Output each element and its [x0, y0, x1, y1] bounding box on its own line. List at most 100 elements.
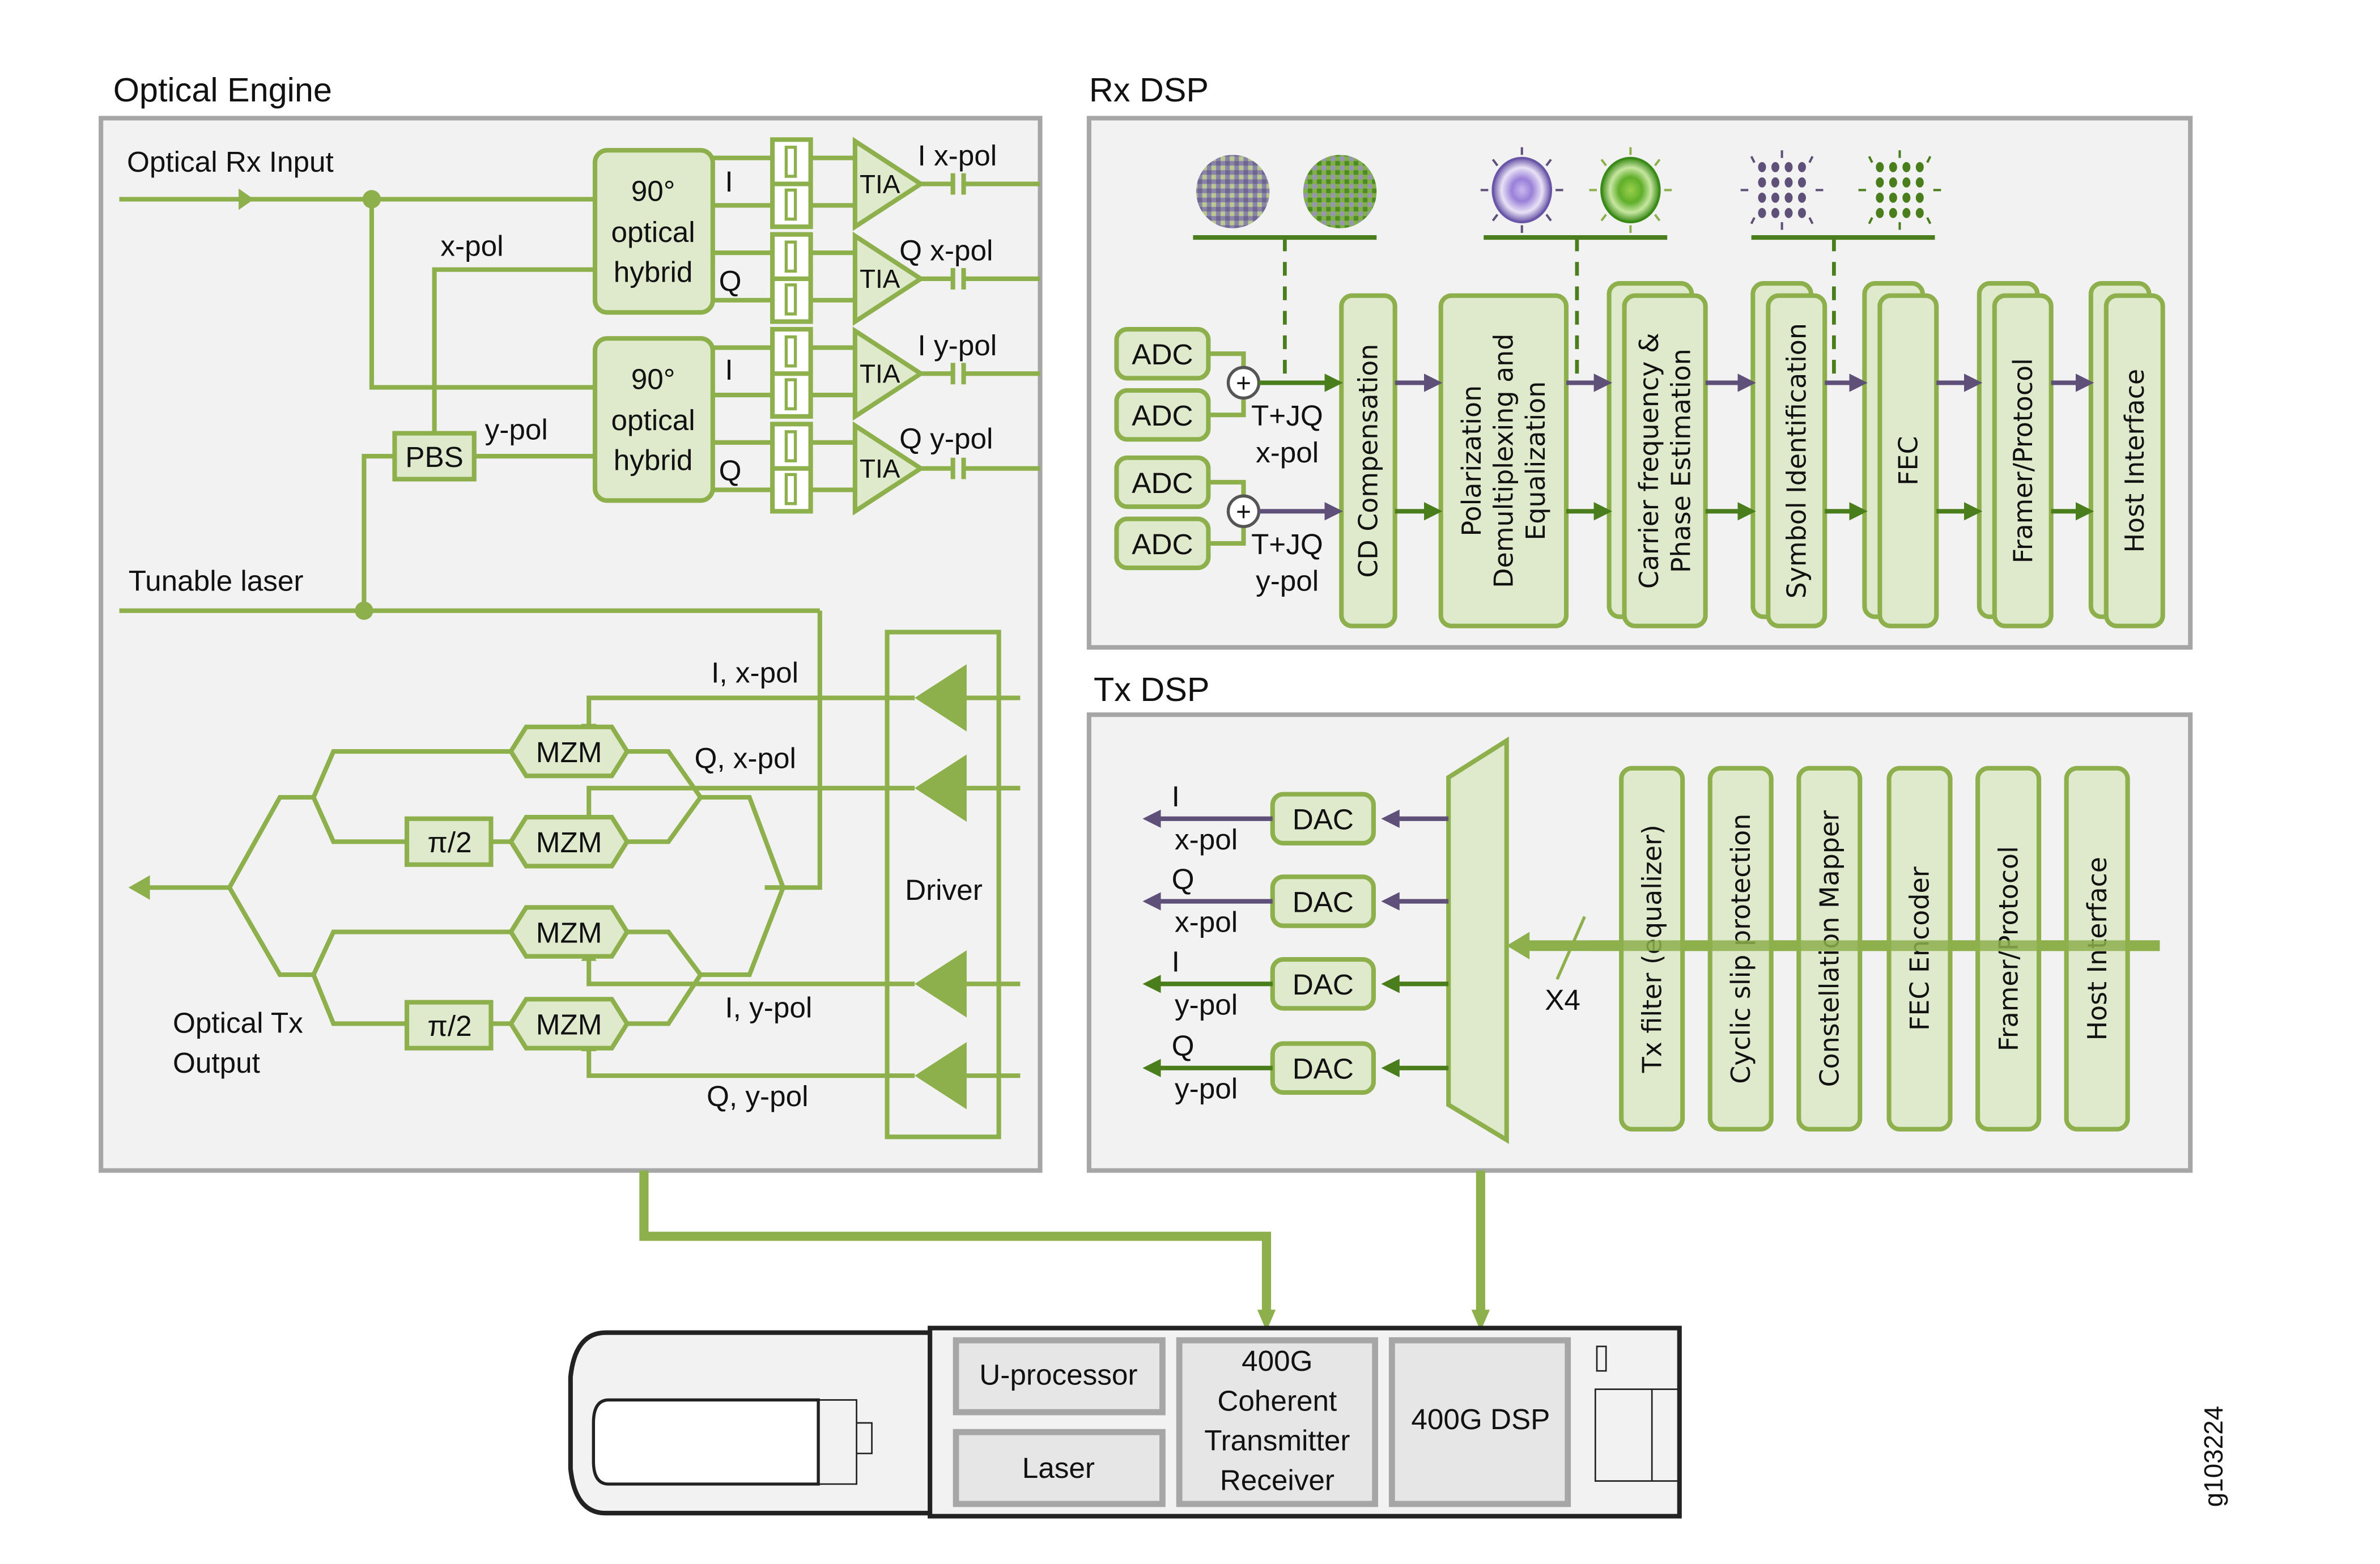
optical-engine-panel: Optical Rx Input x-pol y-pol PBS Tunable…	[99, 116, 1043, 1173]
noisy-constellation-x-icon	[1196, 155, 1270, 228]
tia-amplifier: TIA	[852, 137, 925, 231]
optical-engine-title: Optical Engine	[113, 71, 332, 109]
output-arrow-icon	[128, 875, 150, 900]
tia-row: TIA	[712, 421, 1040, 516]
svg-text:Equalization: Equalization	[1520, 381, 1551, 541]
dac-pol-label: x-pol	[1175, 906, 1238, 938]
q-label: Q	[719, 454, 742, 487]
svg-text:400G DSP: 400G DSP	[1411, 1403, 1550, 1435]
adc-block: ADC	[1114, 388, 1246, 442]
adc-group: ADC ADC ADC ADC	[1114, 326, 1246, 571]
optical-hybrid-y: 90° optical hybrid	[592, 336, 715, 503]
phase-shifter-y: π/2	[404, 1000, 494, 1051]
svg-text:DAC: DAC	[1293, 886, 1354, 918]
optical-hybrid-x: 90° optical hybrid	[592, 148, 715, 315]
svg-text:400G: 400G	[1242, 1345, 1312, 1377]
dac-signal-label: I	[1172, 946, 1180, 978]
dac-pol-label: x-pol	[1175, 823, 1238, 856]
rx-block: Host Interface	[2088, 281, 2165, 628]
tx-dsp-title: Tx DSP	[1094, 670, 1210, 708]
i-label: I	[725, 354, 733, 386]
adc-block: ADC	[1114, 516, 1246, 571]
pol-label-y: y-pol	[1256, 565, 1319, 597]
qam-constellation-y-icon	[1858, 150, 1941, 230]
photodiode-pair	[770, 422, 813, 514]
y-pol-label: y-pol	[485, 413, 548, 445]
mzm-modulator: MZM	[508, 997, 630, 1051]
rx-block: FEC	[1862, 281, 1939, 628]
dac-signal-label: Q	[1172, 863, 1195, 895]
sum-label-x: T+JQ	[1251, 400, 1323, 432]
coherent-transceiver-chip: 400G Coherent Transmitter Receiver	[1176, 1337, 1379, 1507]
svg-text:MZM: MZM	[536, 736, 602, 768]
svg-text:90°: 90°	[631, 363, 675, 395]
ring-constellation-x-icon	[1491, 156, 1553, 224]
svg-text:MZM: MZM	[536, 916, 602, 949]
svg-text:DAC: DAC	[1293, 1053, 1354, 1085]
svg-text:PBS: PBS	[405, 441, 464, 473]
tunable-laser-label: Tunable laser	[129, 565, 304, 597]
rx-block: Framer/Protocol	[1977, 281, 2054, 628]
svg-text:hybrid: hybrid	[614, 256, 693, 288]
adc-block: ADC	[1114, 455, 1246, 509]
svg-text:U-processor: U-processor	[979, 1358, 1137, 1391]
tia-amplifier: TIA	[852, 326, 925, 421]
adc-block: ADC	[1114, 326, 1246, 381]
constellation-dot-icons	[1740, 150, 1941, 383]
svg-text:optical: optical	[611, 404, 695, 436]
svg-text:MZM: MZM	[536, 826, 602, 858]
sum-node-y: +	[1226, 494, 1261, 528]
svg-text:TIA: TIA	[860, 454, 900, 483]
plus-icon: +	[1236, 368, 1251, 398]
dac-pol-label: y-pol	[1175, 1073, 1238, 1105]
iq-modulator-tree	[128, 749, 786, 1026]
svg-text:Framer/Protocol: Framer/Protocol	[2008, 358, 2038, 563]
serializer-mux	[1446, 736, 1509, 1144]
driver-label-i-y: I, y-pol	[725, 992, 812, 1024]
svg-text:Coherent: Coherent	[1217, 1384, 1337, 1417]
transceiver-module: U-processor Laser 400G Coherent Transmit…	[568, 1325, 1682, 1519]
q-label: Q	[719, 265, 742, 298]
svg-text:90°: 90°	[631, 175, 675, 207]
x-pol-label: x-pol	[440, 230, 503, 262]
plus-icon: +	[1236, 496, 1251, 526]
svg-text:TIA: TIA	[860, 359, 900, 389]
svg-text:FEC: FEC	[1893, 436, 1923, 485]
svg-text:ADC: ADC	[1132, 338, 1193, 371]
laser-chip: Laser	[953, 1429, 1166, 1507]
svg-text:Transmitter: Transmitter	[1204, 1425, 1350, 1457]
output-label-q-x: Q x-pol	[899, 235, 993, 267]
tia-amplifier: TIA	[852, 421, 925, 516]
dac-block: DAC Ix-pol	[1142, 780, 1449, 856]
tx-output-label-1: Optical Tx	[173, 1007, 303, 1039]
svg-text:π/2: π/2	[428, 1010, 472, 1042]
tia-amplifier: TIA	[852, 231, 925, 326]
mzm-group: MZM MZM MZM MZM	[508, 724, 630, 1051]
dac-signal-label: I	[1172, 780, 1180, 813]
i-label: I	[725, 165, 733, 198]
sum-label-y: T+JQ	[1251, 528, 1323, 560]
pol-label-x: x-pol	[1256, 436, 1319, 469]
bus-width-label: X4	[1545, 984, 1580, 1016]
svg-text:Receiver: Receiver	[1220, 1464, 1334, 1497]
svg-text:DAC: DAC	[1293, 968, 1354, 1001]
svg-text:ADC: ADC	[1132, 528, 1193, 560]
driver-label-q-x: Q, x-pol	[694, 742, 796, 775]
mzm-modulator: MZM	[508, 724, 630, 779]
pbs-block: PBS	[392, 431, 477, 482]
rx-dsp-title: Rx DSP	[1089, 71, 1209, 109]
tia-row: TIA	[712, 137, 1040, 231]
mzm-modulator: MZM	[508, 815, 630, 869]
photodiode-pair	[770, 137, 813, 230]
svg-text:DAC: DAC	[1293, 804, 1354, 836]
photodiode-pair	[770, 232, 813, 324]
svg-text:Host Interface: Host Interface	[2119, 369, 2150, 552]
rx-block: Symbol Identification	[1750, 281, 1828, 628]
svg-text:CD Compensation: CD Compensation	[1353, 344, 1384, 578]
